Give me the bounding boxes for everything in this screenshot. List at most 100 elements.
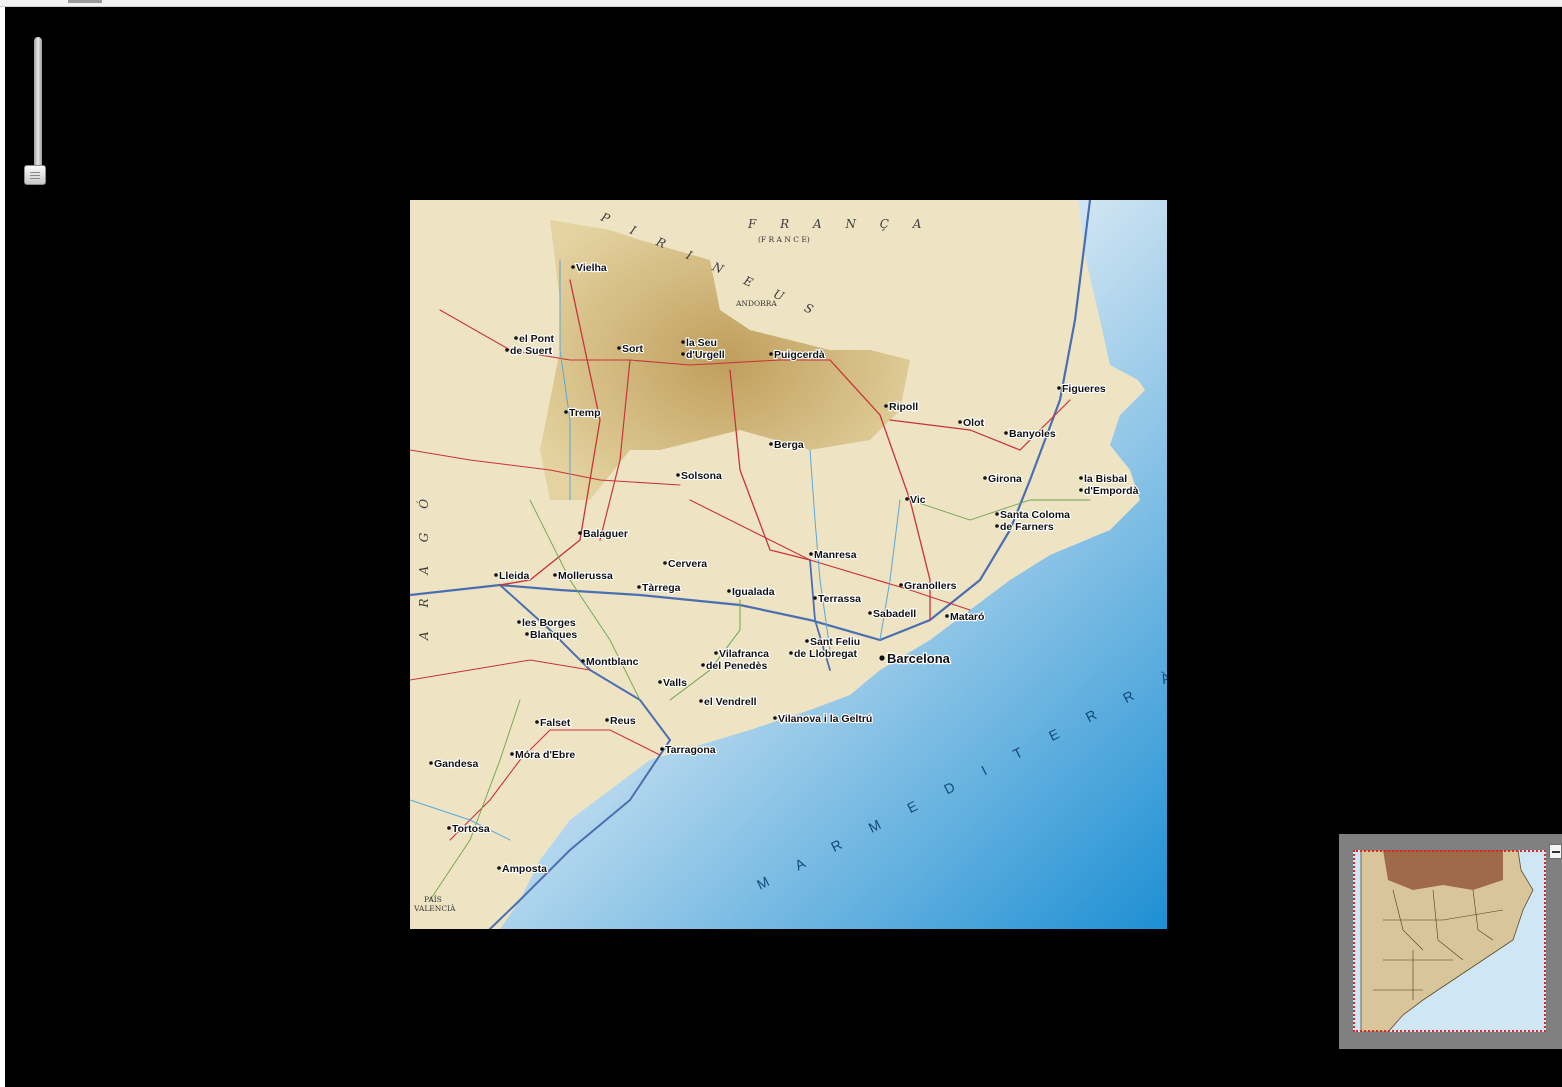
city-label: d'Empordà: [1084, 485, 1139, 497]
city-marker[interactable]: Valls: [658, 676, 688, 690]
city-marker[interactable]: del Penedès: [701, 659, 769, 673]
city-marker[interactable]: Sant Feliu: [805, 635, 861, 649]
aragon-label: A R A G Ó: [415, 489, 431, 641]
city-marker[interactable]: d'Urgell: [681, 348, 726, 362]
road-line: [689, 499, 971, 611]
city-dot: [663, 561, 667, 565]
city-marker[interactable]: Tortosa: [447, 822, 491, 836]
city-marker[interactable]: d'Empordà: [1079, 484, 1140, 498]
city-marker[interactable]: Vilafranca: [714, 647, 770, 661]
city-label: Tarragona: [665, 744, 716, 756]
city-marker[interactable]: les Borges: [517, 616, 577, 630]
city-marker[interactable]: Tarragona: [660, 743, 717, 757]
top-toolbar-strip: [0, 0, 1562, 7]
overview-minimap[interactable]: [1339, 834, 1562, 1049]
city-dot: [995, 524, 999, 528]
city-marker[interactable]: de Llobregat: [789, 647, 859, 661]
city-marker[interactable]: Montblanc: [581, 655, 640, 669]
city-marker[interactable]: Gandesa: [429, 757, 480, 771]
city-label: les Borges: [522, 617, 576, 629]
city-marker[interactable]: Girona: [983, 472, 1023, 486]
city-marker[interactable]: Solsona: [676, 469, 723, 483]
toolbar-tab[interactable]: [68, 0, 102, 3]
city-marker[interactable]: Tremp: [564, 406, 602, 420]
city-marker[interactable]: Ripoll: [884, 400, 919, 414]
city-marker[interactable]: Puigcerdà: [769, 348, 826, 362]
city-marker[interactable]: Mataró: [945, 610, 986, 624]
city-marker[interactable]: Reus: [605, 714, 637, 728]
city-marker[interactable]: Manresa: [809, 548, 858, 562]
city-marker[interactable]: Lleida: [494, 569, 531, 583]
zoom-slider-track[interactable]: [34, 37, 42, 179]
city-marker[interactable]: Berga: [769, 438, 805, 452]
river-line: [809, 449, 831, 651]
minimap-comarca-lines: [1373, 889, 1504, 1000]
city-marker[interactable]: Vilanova i la Geltrú: [773, 712, 873, 726]
city-label: Vielha: [576, 262, 607, 274]
city-marker[interactable]: Santa Coloma: [995, 508, 1071, 522]
city-marker[interactable]: Cervera: [663, 557, 708, 571]
city-marker[interactable]: Granollers: [899, 579, 958, 593]
city-marker[interactable]: Banyoles: [1004, 427, 1057, 441]
city-marker[interactable]: Móra d'Ebre: [510, 748, 577, 762]
city-dot: [571, 265, 575, 269]
city-dot: [727, 589, 731, 593]
city-label: de Farners: [1000, 521, 1054, 533]
minimap-view[interactable]: [1353, 850, 1546, 1032]
city-marker[interactable]: Olot: [958, 416, 986, 430]
city-dot: [868, 611, 872, 615]
city-marker[interactable]: la Seu: [681, 336, 718, 350]
city-label: el Pont: [519, 333, 555, 345]
city-marker[interactable]: el Vendrell: [699, 695, 758, 709]
city-marker[interactable]: el Pont: [514, 332, 556, 346]
city-marker[interactable]: Tàrrega: [637, 581, 682, 595]
city-marker[interactable]: la Bisbal: [1079, 472, 1128, 486]
city-marker[interactable]: Blanques: [525, 628, 579, 642]
pyrenees-relief: [540, 220, 910, 500]
minimap-collapse-button[interactable]: [1549, 844, 1562, 859]
city-marker[interactable]: de Farners: [995, 520, 1055, 534]
road-line: [429, 699, 521, 901]
road-line: [410, 659, 591, 681]
city-marker[interactable]: Amposta: [497, 862, 548, 876]
city-label: Amposta: [502, 863, 547, 875]
capital-marker[interactable]: Barcelona: [879, 650, 952, 667]
city-marker[interactable]: Igualada: [727, 585, 776, 599]
zoom-slider-handle[interactable]: [24, 165, 46, 185]
city-marker[interactable]: Mollerussa: [553, 569, 614, 583]
grip-line: [30, 172, 40, 173]
city-dot: [637, 585, 641, 589]
city-dot: [773, 716, 777, 720]
city-dot: [676, 473, 680, 477]
city-dot: [514, 336, 518, 340]
city-label: Igualada: [732, 586, 775, 598]
city-dot: [617, 346, 621, 350]
city-marker[interactable]: Sort: [617, 342, 645, 356]
minimap-viewport-frame[interactable]: [1353, 850, 1546, 1032]
city-dot: [805, 639, 809, 643]
city-label: el Vendrell: [704, 696, 757, 708]
road-line: [669, 599, 741, 701]
city-dot: [813, 596, 817, 600]
city-marker[interactable]: Falset: [535, 716, 572, 730]
city-dot: [578, 531, 582, 535]
city-marker[interactable]: Vielha: [571, 261, 608, 275]
city-marker[interactable]: Vic: [905, 493, 927, 507]
city-dot: [581, 659, 585, 663]
city-marker[interactable]: Sabadell: [868, 607, 917, 621]
city-dot: [789, 651, 793, 655]
city-marker[interactable]: de Suert: [505, 344, 554, 358]
city-label: Santa Coloma: [1000, 509, 1070, 521]
city-marker[interactable]: Figueres: [1057, 382, 1107, 396]
city-dot: [995, 512, 999, 516]
road-line: [439, 309, 831, 366]
city-marker[interactable]: Terrassa: [813, 592, 862, 606]
valencia-label-2: VALENCIÀ: [413, 904, 456, 913]
city-label: Terrassa: [818, 593, 861, 605]
city-marker[interactable]: Balaguer: [578, 527, 629, 541]
river-line: [879, 499, 901, 641]
city-label: Puigcerdà: [774, 349, 825, 361]
road-line: [449, 729, 661, 841]
